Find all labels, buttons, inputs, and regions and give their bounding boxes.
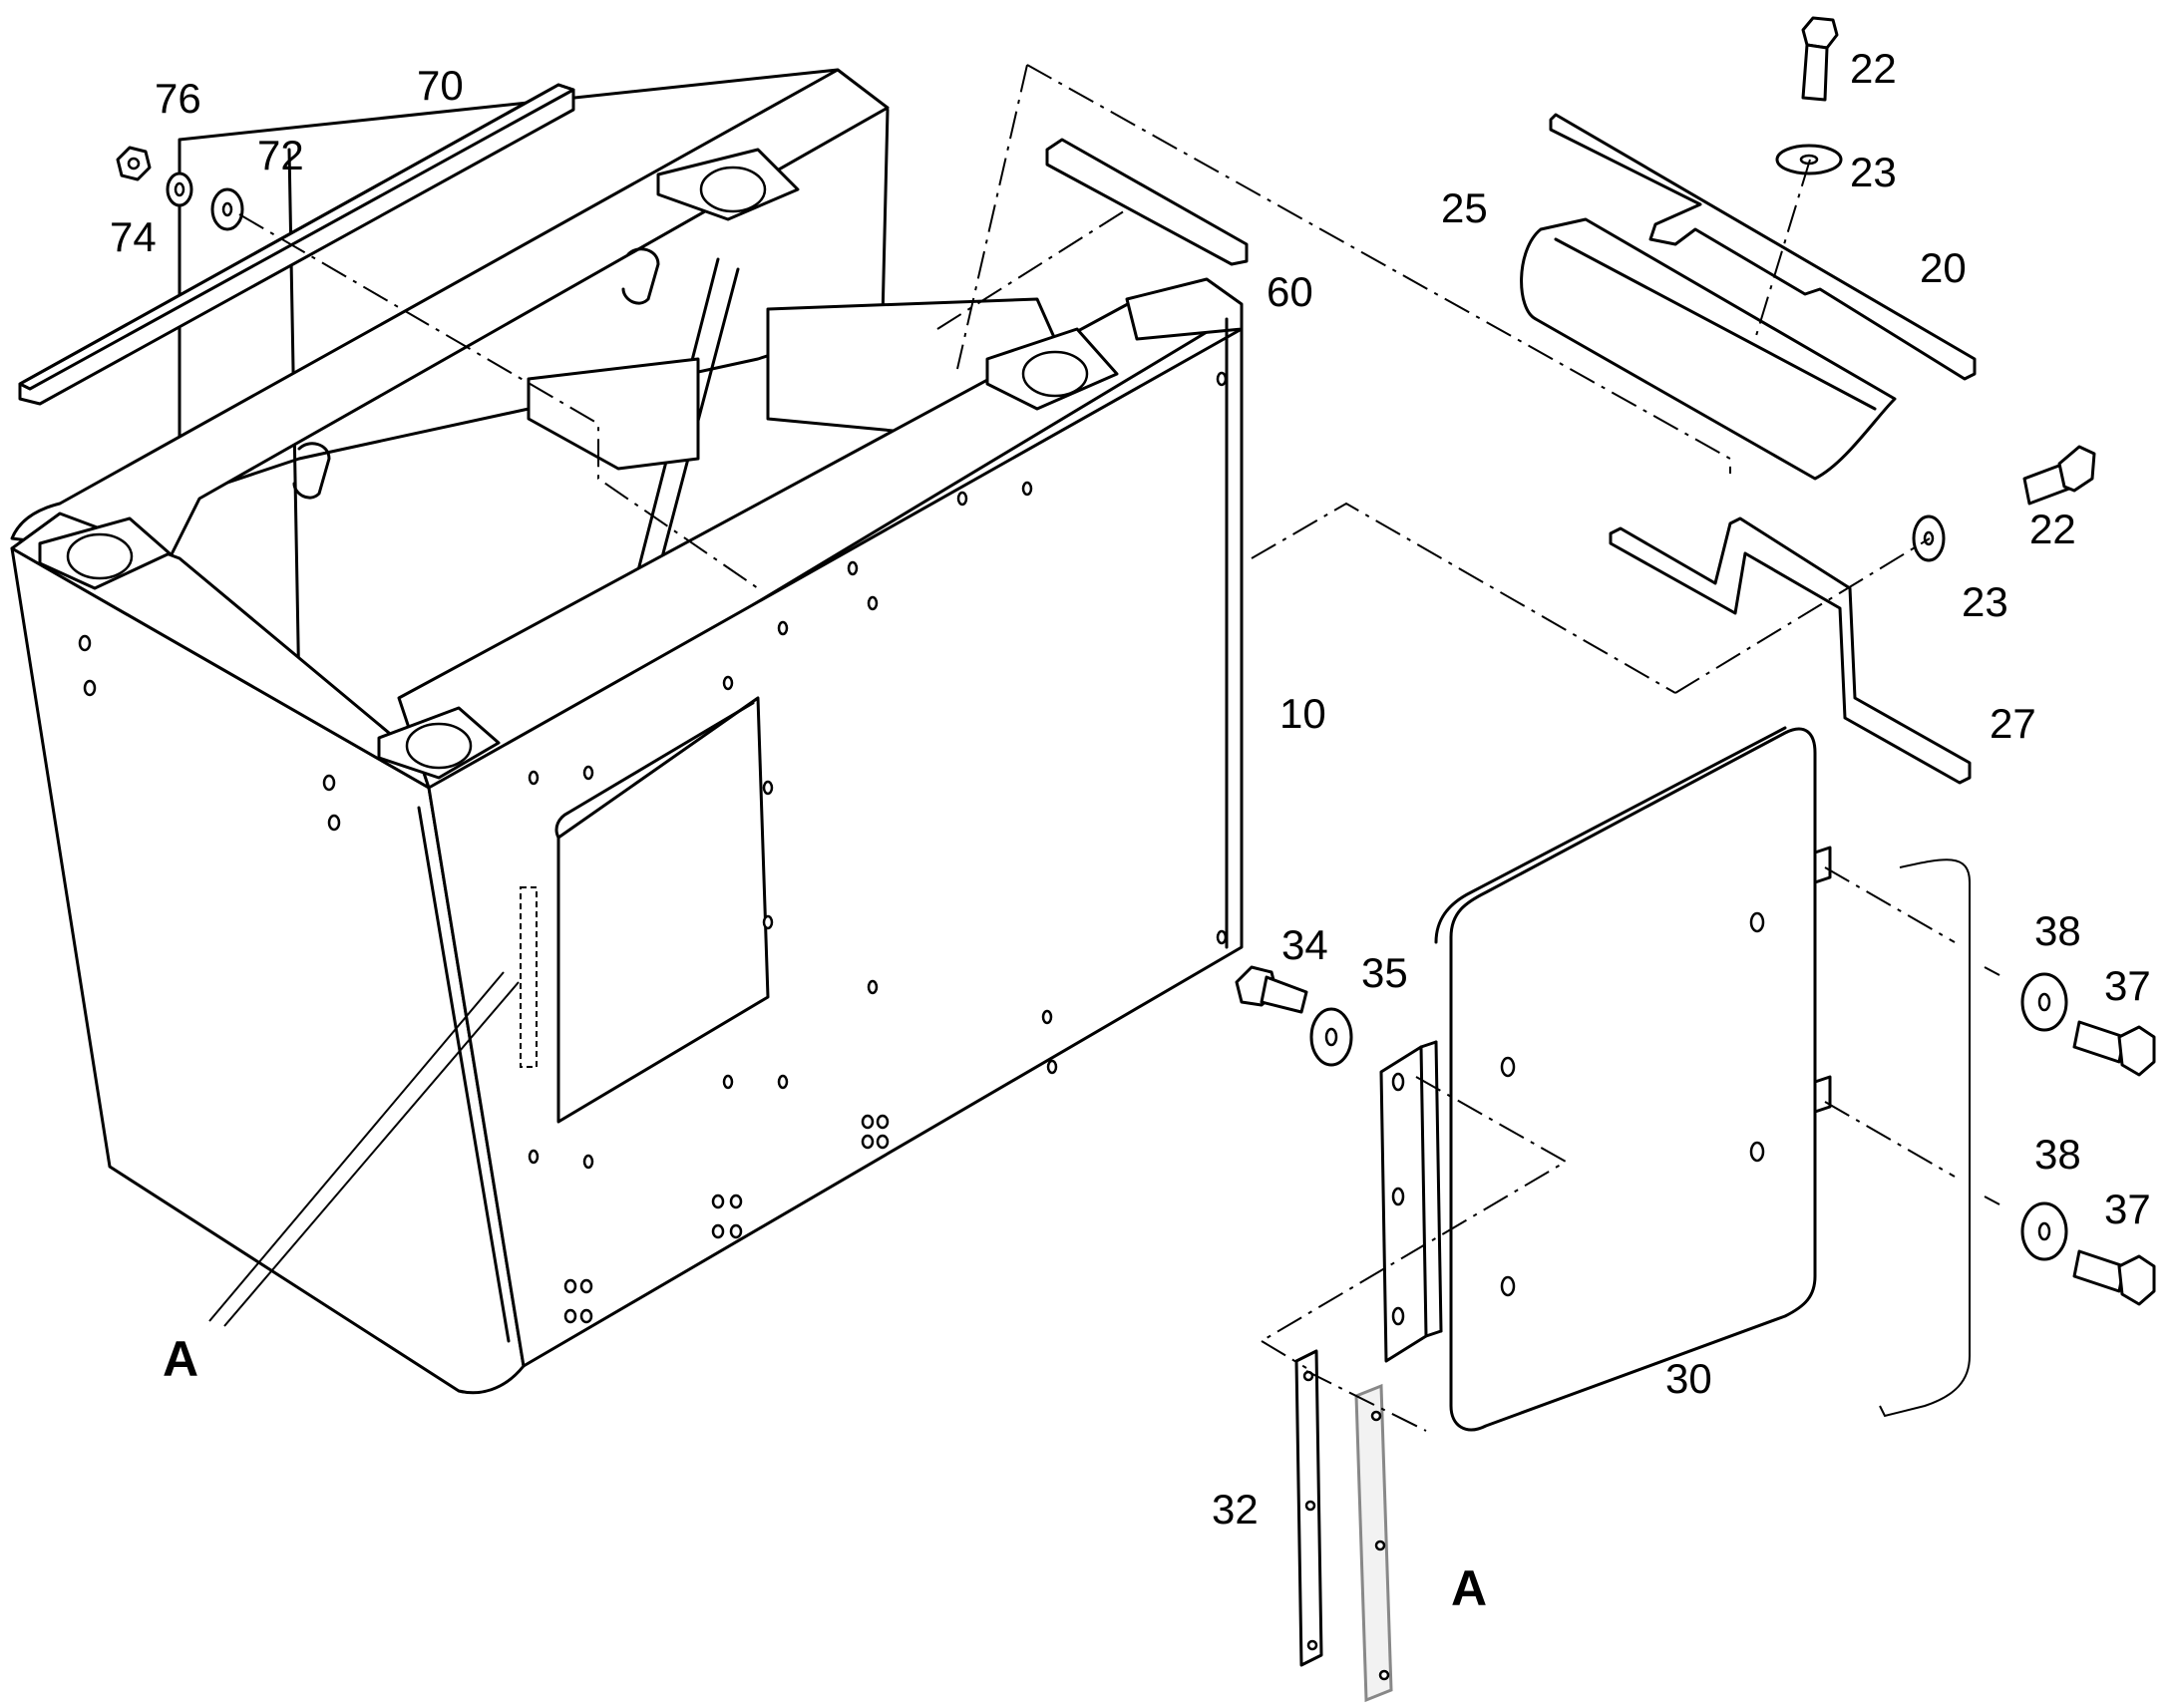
washer-38-upper — [2020, 972, 2068, 1032]
door-30 — [1434, 726, 1832, 1432]
label-74: 74 — [110, 213, 157, 260]
bolt-37-lower — [2072, 1249, 2156, 1306]
mounting-pad — [985, 327, 1119, 411]
hinge — [1379, 1040, 1443, 1363]
washer-38-lower — [2020, 1201, 2068, 1261]
label-37-upper: 37 — [2104, 962, 2151, 1009]
label-32: 32 — [1212, 1486, 1259, 1533]
mounting-pad — [38, 516, 172, 590]
bolt-22-upper — [1801, 16, 1839, 102]
bolt-34 — [1235, 965, 1308, 1014]
detail-a-reference-label: A — [163, 1331, 198, 1387]
part-labels: 76 70 72 74 60 22 23 25 20 22 23 10 27 3… — [110, 45, 2151, 1533]
label-30: 30 — [1665, 1355, 1712, 1402]
mounting-pad — [656, 148, 800, 221]
detail-a-view-label: A — [1451, 1560, 1487, 1616]
washer-74 — [166, 171, 193, 207]
bar-70 — [18, 83, 575, 406]
rail-60 — [1045, 138, 1249, 266]
label-38-upper: 38 — [2034, 907, 2081, 954]
label-27: 27 — [1990, 700, 2036, 747]
strip-32-counterpart — [1354, 1383, 1393, 1703]
label-35: 35 — [1361, 949, 1408, 996]
washer-72 — [210, 187, 244, 231]
label-23-upper: 23 — [1850, 149, 1897, 195]
label-22-lower: 22 — [2029, 506, 2076, 552]
washer-35 — [1309, 1007, 1353, 1067]
cover-25 — [1520, 217, 1897, 481]
strip-32 — [1294, 1349, 1323, 1667]
front-panel-holes — [78, 371, 1228, 1324]
label-37-lower: 37 — [2104, 1186, 2151, 1232]
detail-a-hole-strip — [520, 886, 538, 1068]
door-seal — [1879, 858, 1971, 1418]
label-72: 72 — [257, 132, 304, 178]
bolt-22-lower — [2022, 445, 2096, 506]
nut-76 — [116, 146, 152, 181]
label-76: 76 — [155, 75, 201, 122]
label-25: 25 — [1441, 184, 1488, 231]
detail-a-leader — [223, 981, 520, 1327]
label-10: 10 — [1279, 690, 1326, 737]
label-34: 34 — [1281, 921, 1328, 968]
housing-10 — [10, 68, 1244, 1395]
detail-a-leader — [208, 971, 505, 1322]
label-20: 20 — [1920, 244, 1967, 291]
mounting-pad — [377, 706, 501, 780]
label-38-lower: 38 — [2034, 1131, 2081, 1178]
bolt-37-upper — [2072, 1020, 2156, 1077]
label-22-upper: 22 — [1850, 45, 1897, 92]
bracket-27 — [1609, 516, 1972, 785]
label-70: 70 — [417, 62, 464, 109]
label-23-lower: 23 — [1962, 578, 2008, 625]
assembly-lines — [238, 64, 2000, 1432]
label-60: 60 — [1267, 268, 1313, 315]
bracket-20 — [1549, 113, 1977, 381]
